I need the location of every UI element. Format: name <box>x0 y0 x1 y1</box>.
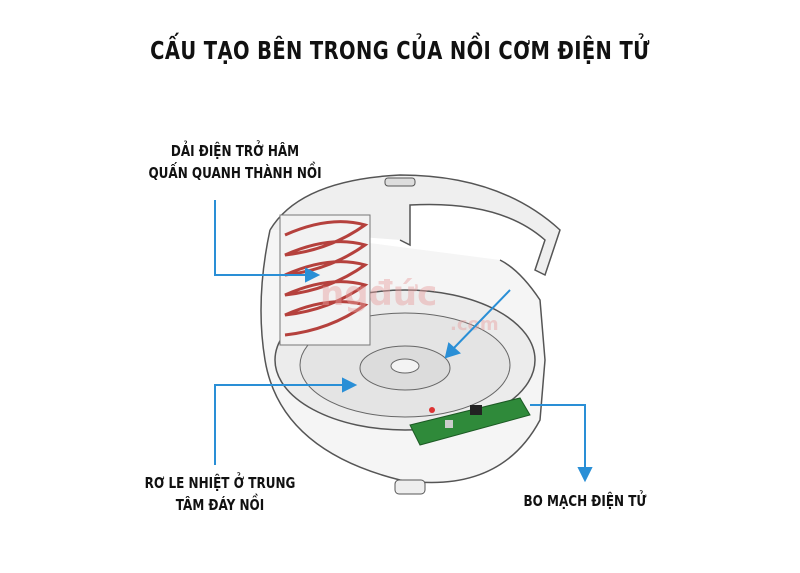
center-arrow <box>451 289 511 351</box>
circuit-label: BO MẠCH ĐIỆN TỬ <box>523 492 647 510</box>
thermostat-center <box>390 358 420 374</box>
heater-arrow <box>214 200 310 276</box>
heater-label-line2: QUẤN QUANH THÀNH NỒI <box>148 164 322 182</box>
cooker-lid <box>269 174 561 277</box>
heating-coil <box>279 214 371 346</box>
thermostat-arrow <box>214 384 345 465</box>
thermostat-label-line2: TÂM ĐÁY NỒI <box>175 496 265 514</box>
thermostat-label: RƠ LE NHIỆT Ở TRUNG TÂM ĐÁY NỒI <box>124 472 316 516</box>
circuit-arrow <box>530 404 586 470</box>
circuit-board <box>409 397 531 446</box>
thermostat-label-line1: RƠ LE NHIỆT Ở TRUNG <box>144 474 296 492</box>
watermark: ngđức <box>320 274 437 314</box>
heater-label-line1: DẢI ĐIỆN TRỞ HÂM <box>170 142 300 160</box>
heater-label: DẢI ĐIỆN TRỞ HÂM QUẤN QUANH THÀNH NỒI <box>139 140 331 184</box>
page-title: CẤU TẠO BÊN TRONG CỦA NỒI CƠM ĐIỆN TỬ <box>150 36 650 65</box>
watermark-suffix: .com <box>450 314 499 335</box>
